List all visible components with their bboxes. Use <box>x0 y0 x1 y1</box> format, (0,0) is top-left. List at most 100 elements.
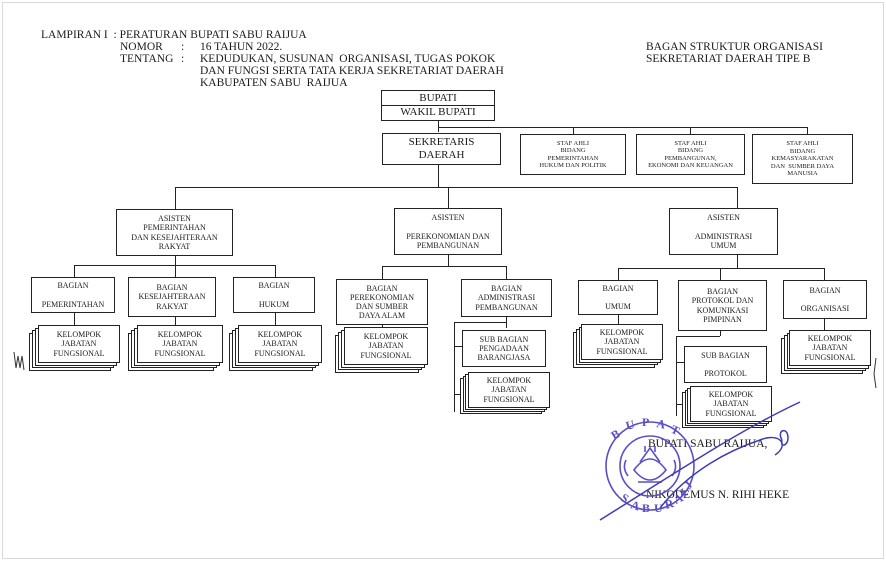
connector-line <box>175 255 176 265</box>
sekretaris-daerah-label: SEKRETARIS DAERAH <box>408 136 475 161</box>
svg-text:P: P <box>642 415 649 429</box>
lampiran-line: LAMPIRAN I : PERATURAN BUPATI SABU RAIJU… <box>41 29 307 41</box>
connector-line <box>506 316 507 328</box>
staf-ahli-pembangunan-label: STAF AHLI BIDANG PEMBANGUNAN, EKONOMI DA… <box>648 139 733 169</box>
bupati-label: BUPATI <box>419 92 457 105</box>
connector-line <box>175 316 176 326</box>
nomor-value: 16 TAHUN 2022. <box>200 41 283 53</box>
bagian-umum-box: BAGIAN UMUM <box>578 280 658 315</box>
connector-line <box>618 268 619 280</box>
staf-ahli-kemasyarakatan-label: STAF AHLI BIDANG KEMASYARAKATAN DAN SUMB… <box>770 140 835 178</box>
staf-ahli-kemasyarakatan-box: STAF AHLI BIDANG KEMASYARAKATAN DAN SUMB… <box>752 134 853 184</box>
sekretaris-daerah-box: SEKRETARIS DAERAH <box>382 133 501 165</box>
kjf-label: KELOMPOK JABATAN FUNGSIONAL <box>483 376 535 404</box>
connector-line <box>175 265 176 277</box>
bagian-pemerintahan-box: BAGIAN PEMERINTAHAN <box>31 277 115 313</box>
connector-line <box>676 336 720 337</box>
bupati-box: BUPATI WAKIL BUPATI <box>381 90 495 121</box>
bagian-perekonomian-box: BAGIAN PEREKONOMIAN DAN SUMBER DAYA ALAM <box>336 279 428 325</box>
connector-line <box>438 127 808 128</box>
nomor-label: NOMOR <box>120 41 163 53</box>
connector-line <box>275 312 276 326</box>
bagian-organisasi-label: BAGIAN ORGANISASI <box>800 285 850 314</box>
connector-line <box>448 187 449 208</box>
bagian-protokol-label: BAGIAN PROTOKOL DAN KOMUNIKASI PIMPINAN <box>691 287 754 324</box>
sub-bagian-pengadaan-box: SUB BAGIAN PENGADAAN BARANGJASA <box>462 330 546 367</box>
bagian-administrasi-pembangunan-box: BAGIAN ADMINISTRASI PEMBANGUNAN <box>461 279 552 317</box>
kelompok-jabatan-fungsional-stack: KELOMPOK JABATAN FUNGSIONAL <box>29 325 121 373</box>
sub-bagian-protokol-label: SUB BAGIAN PROTOKOL <box>701 350 750 379</box>
svg-text:B: B <box>642 501 650 515</box>
connector-line <box>382 266 383 279</box>
bagian-kesejahteraan-box: BAGIAN KESEJAHTERAAN RAKYAT <box>128 277 216 317</box>
connector-line <box>438 120 439 132</box>
svg-text:U: U <box>654 501 663 515</box>
bagan-title-line-2: SEKRETARIAT DAERAH TIPE B <box>646 53 811 65</box>
connector-line <box>824 318 825 330</box>
connector-line <box>573 127 574 134</box>
bagian-pemerintahan-label: BAGIAN PEMERINTAHAN <box>41 281 105 309</box>
svg-text:A: A <box>655 416 667 432</box>
staf-ahli-pemerintahan-box: STAF AHLI BIDANG PEMERINTAHAN HUKUM DAN … <box>520 134 626 175</box>
kjf-label: KELOMPOK JABATAN FUNGSIONAL <box>154 330 206 358</box>
kelompok-jabatan-fungsional-stack: KELOMPOK JABATAN FUNGSIONAL <box>682 386 772 430</box>
connector-line <box>382 266 507 267</box>
kjf-label: KELOMPOK JABATAN FUNGSIONAL <box>596 328 648 356</box>
staf-ahli-pembangunan-box: STAF AHLI BIDANG PEMBANGUNAN, EKONOMI DA… <box>636 134 745 175</box>
tentang-line-3: KABUPATEN SABU RAIJUA <box>200 77 348 89</box>
kjf-label: KELOMPOK JABATAN FUNGSIONAL <box>360 332 412 360</box>
connector-line <box>506 266 507 279</box>
connector-line <box>676 336 677 416</box>
connector-line <box>448 254 449 266</box>
connector-line <box>690 127 691 134</box>
tentang-colon: : <box>181 53 185 65</box>
connector-line <box>275 265 276 277</box>
connector-line <box>618 314 619 326</box>
bagian-protokol-box: BAGIAN PROTOKOL DAN KOMUNIKASI PIMPINAN <box>678 280 767 331</box>
kelompok-jabatan-fungsional-stack: KELOMPOK JABATAN FUNGSIONAL <box>781 330 871 376</box>
connector-line <box>737 187 738 208</box>
asisten-administrasi-label: ASISTEN ADMINISTRASI UMUM <box>694 213 753 250</box>
kelompok-jabatan-fungsional-stack: KELOMPOK JABATAN FUNGSIONAL <box>128 325 224 373</box>
connector-line <box>175 187 176 209</box>
svg-text:T: T <box>669 422 682 438</box>
asisten-pemerintahan-box: ASISTEN PEMERINTAHAN DAN KESEJAHTERAAN R… <box>116 209 233 256</box>
connector-line <box>720 330 721 336</box>
connector-line <box>824 268 825 280</box>
kelompok-jabatan-fungsional-stack: KELOMPOK JABATAN FUNGSIONAL <box>229 325 323 373</box>
tentang-label: TENTANG <box>120 53 174 65</box>
bagan-title-line-1: BAGAN STRUKTUR ORGANISASI <box>646 41 823 53</box>
connector-line <box>618 268 825 269</box>
asisten-perekonomian-box: ASISTEN PEREKONOMIAN DAN PEMBANGUNAN <box>394 208 502 255</box>
bagian-organisasi-box: BAGIAN ORGANISASI <box>783 280 867 319</box>
connector-line <box>676 404 686 405</box>
kjf-label: KELOMPOK JABATAN FUNGSIONAL <box>53 330 105 358</box>
svg-text:U: U <box>624 417 636 433</box>
tentang-line-2: DAN FUNGSI SERTA TATA KERJA SEKRETARIAT … <box>200 65 504 77</box>
kjf-label: KELOMPOK JABATAN FUNGSIONAL <box>705 390 757 418</box>
bagian-perekonomian-label: BAGIAN PEREKONOMIAN DAN SUMBER DAYA ALAM <box>350 283 414 321</box>
connector-line <box>454 346 462 347</box>
kelompok-jabatan-fungsional-stack: KELOMPOK JABATAN FUNGSIONAL <box>335 327 429 375</box>
asisten-perekonomian-label: ASISTEN PEREKONOMIAN DAN PEMBANGUNAN <box>406 213 490 250</box>
signature-title: BUPATI SABU RAIJUA, <box>648 438 768 450</box>
bagian-administrasi-pembangunan-label: BAGIAN ADMINISTRASI PEMBANGUNAN <box>475 284 538 312</box>
sub-bagian-pengadaan-label: SUB BAGIAN PENGADAAN BARANGJASA <box>477 334 531 363</box>
connector-line <box>737 254 738 268</box>
tentang-line-1: KEDUDUKAN, SUSUNAN ORGANISASI, TUGAS POK… <box>200 53 496 65</box>
connector-line <box>676 362 684 363</box>
connector-line <box>720 268 721 280</box>
connector-line <box>438 164 439 188</box>
connector-line <box>175 187 738 188</box>
bagian-umum-label: BAGIAN UMUM <box>602 283 634 312</box>
nomor-colon: : <box>181 41 185 53</box>
connector-line <box>74 312 75 326</box>
connector-line <box>807 127 808 134</box>
connector-line <box>454 322 455 412</box>
kelompok-jabatan-fungsional-stack: KELOMPOK JABATAN FUNGSIONAL <box>460 372 550 416</box>
staf-ahli-pemerintahan-label: STAF AHLI BIDANG PEMERINTAHAN HUKUM DAN … <box>539 139 607 169</box>
connector-line <box>454 322 506 323</box>
bagian-hukum-box: BAGIAN HUKUM <box>233 277 315 313</box>
